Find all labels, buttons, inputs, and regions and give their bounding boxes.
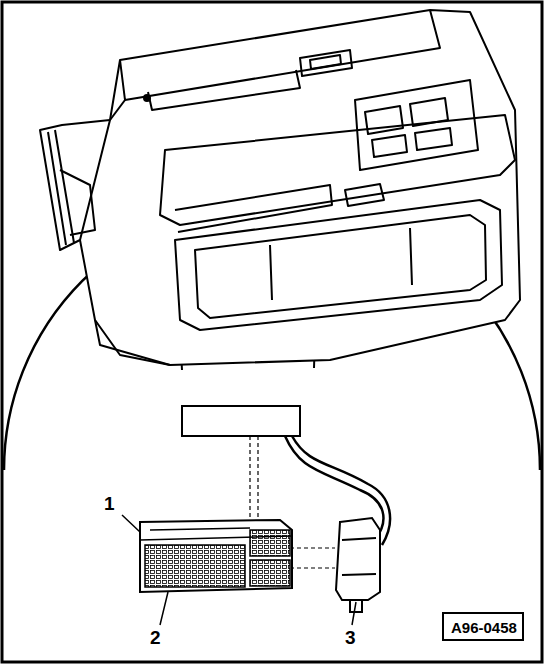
door-trim-panel xyxy=(40,10,520,365)
leader-lines xyxy=(122,515,356,625)
figure-number-box: A96-0458 xyxy=(442,612,524,641)
mounting-position xyxy=(182,406,300,436)
callout-number: 1 xyxy=(104,494,115,513)
figure-number: A96-0458 xyxy=(451,620,515,635)
callout-number: 3 xyxy=(345,628,356,647)
connector xyxy=(336,518,380,612)
control-unit xyxy=(140,520,292,592)
callout-number: 2 xyxy=(150,628,161,647)
